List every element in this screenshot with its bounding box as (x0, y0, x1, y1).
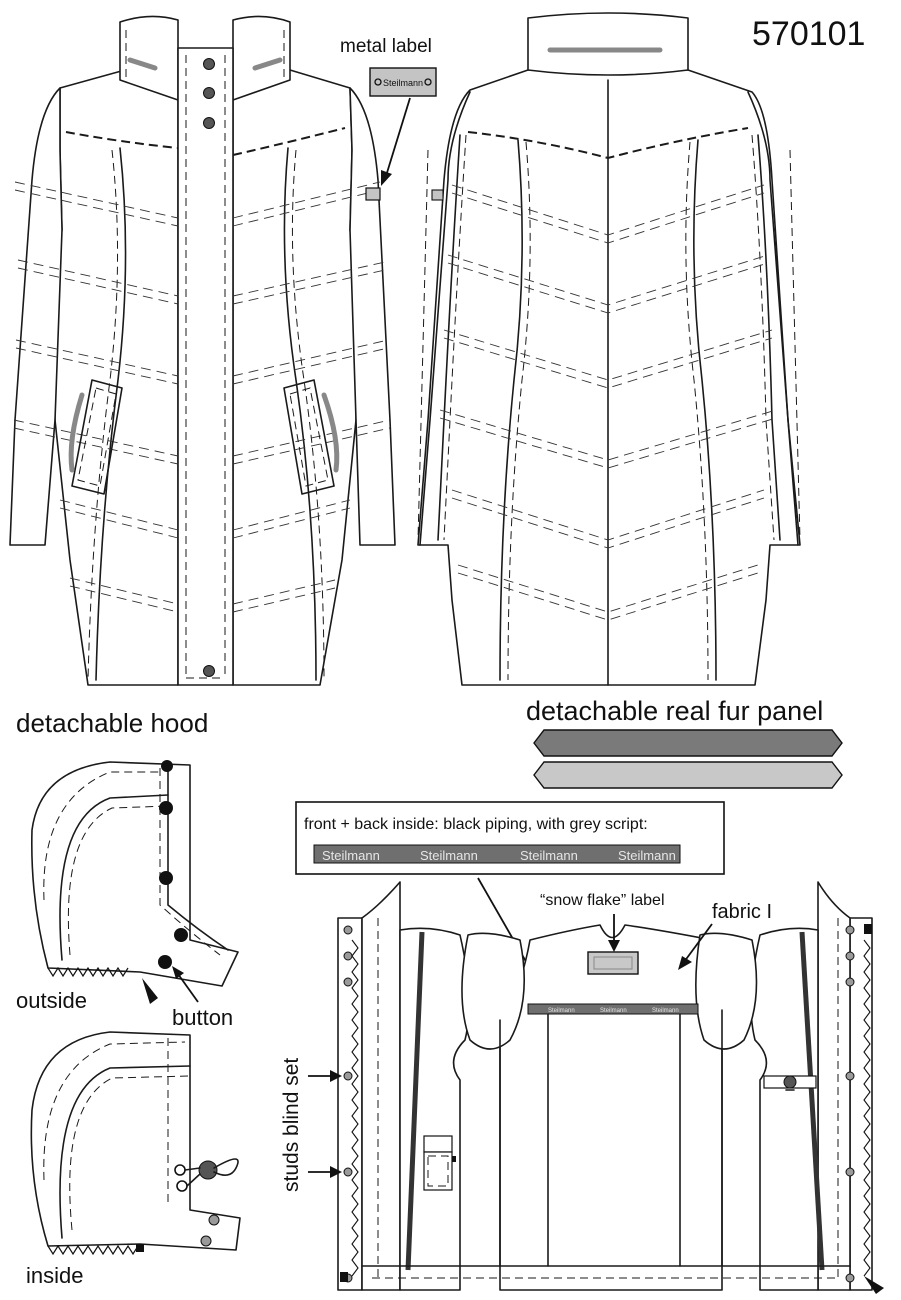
piping-band (313, 844, 681, 864)
hood-inside-label: inside (26, 1263, 83, 1288)
hood-button-label: button (172, 1005, 233, 1030)
inner-piping-script-2: Steilmann (600, 1008, 627, 1014)
hood-outside-label: outside (16, 988, 87, 1013)
fabric-label-text: fabric I (712, 901, 772, 923)
piping-note: front + back inside: black piping, with … (295, 801, 725, 1008)
fur-panel-section: detachable real fur panel (526, 696, 843, 789)
inner-piping-script-3: Steilmann (652, 1008, 679, 1014)
hood-inside-drawing (30, 1031, 241, 1256)
metal-label-callout: metal label Steilmann (340, 36, 437, 186)
piping-script-3: Steilmann (520, 848, 578, 863)
coat-inside-view: Steilmann Steilmann Steilmann (337, 881, 884, 1294)
hood-outside-drawing (31, 760, 239, 1004)
piping-script-1: Steilmann (322, 848, 380, 863)
inside-view-callouts: “snow flake” label fabric I studs blind … (280, 892, 772, 1192)
fur-panel-light (533, 761, 843, 789)
inner-piping-script-1: Steilmann (548, 1008, 575, 1014)
coat-back-view (417, 12, 801, 686)
coat-front-view (9, 15, 396, 686)
hood-title: detachable hood (16, 708, 208, 738)
piping-script-4: Steilmann (618, 848, 676, 863)
fur-panel-dark (533, 729, 843, 757)
snow-flake-label-text: “snow flake” label (540, 892, 665, 909)
piping-note-text: front + back inside: black piping, with … (304, 816, 648, 833)
studs-blind-set-label: studs blind set (280, 1058, 303, 1192)
metal-label-badge-text: Steilmann (383, 78, 423, 88)
style-number: 570101 (752, 15, 865, 53)
fur-panel-title: detachable real fur panel (526, 696, 823, 726)
piping-script-2: Steilmann (420, 848, 478, 863)
metal-label-title: metal label (340, 36, 432, 57)
hood-section: detachable hood outside button (16, 708, 241, 1288)
